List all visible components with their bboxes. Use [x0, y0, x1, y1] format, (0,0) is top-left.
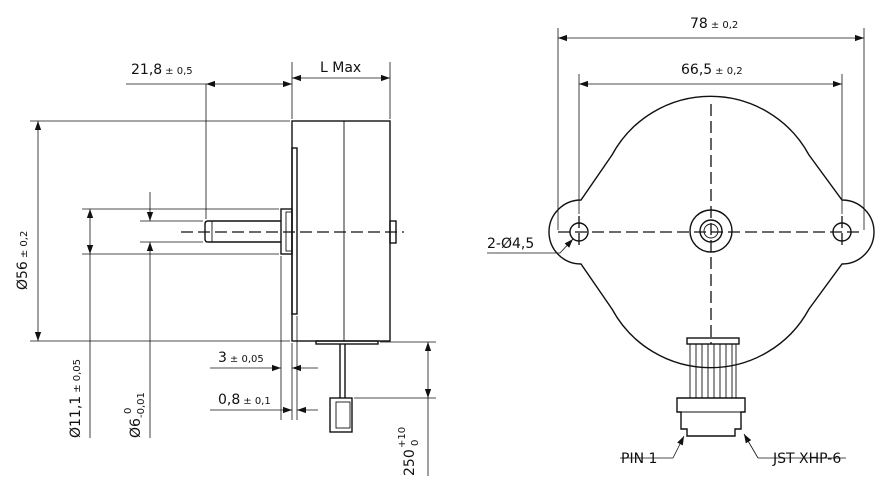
svg-text:0: 0: [410, 440, 421, 446]
label-body-diameter: Ø56± 0,2: [15, 231, 31, 290]
flange-outline: [548, 95, 875, 369]
cable-base: [686, 337, 740, 345]
label-mount-holes: 2-Ø4,5: [487, 236, 534, 252]
svg-text:0: 0: [123, 408, 134, 414]
connector-housing: [676, 397, 746, 437]
label-shaft-length: 21,8± 0,5: [131, 62, 193, 78]
front-view: 78± 0,2 66,5± 0,2 2-Ø4,5 PIN 1 JST XHP-6: [487, 16, 875, 467]
label-hole-spacing: 66,5± 0,2: [681, 62, 743, 78]
label-pilot-diameter: Ø11,1± 0,05: [68, 359, 84, 438]
label-pin-1: PIN 1: [621, 451, 657, 467]
label-flange-plate: 0,8± 0,1: [218, 392, 271, 408]
label-flange-thickness: 3± 0,05: [218, 350, 264, 366]
front-flange: [291, 147, 298, 315]
side-view: 21,8± 0,5 L Max Ø56± 0,2 Ø11,1± 0,05 Ø6 …: [15, 60, 436, 476]
svg-text:+10: +10: [397, 427, 408, 448]
label-overall-width: 78± 0,2: [690, 16, 738, 32]
cable-wires: [689, 344, 737, 398]
svg-text:250: 250: [402, 449, 418, 476]
label-connector-type: JST XHP-6: [772, 451, 841, 467]
svg-text:Ø6: Ø6: [128, 418, 144, 438]
motor-body: [291, 120, 391, 342]
label-shaft-diameter: Ø6 0 -0,01: [123, 392, 147, 438]
label-cable-length: 250 +10 0: [397, 427, 421, 476]
svg-text:-0,01: -0,01: [136, 392, 147, 418]
side-connector: [329, 397, 353, 433]
label-body-length: L Max: [320, 60, 361, 76]
